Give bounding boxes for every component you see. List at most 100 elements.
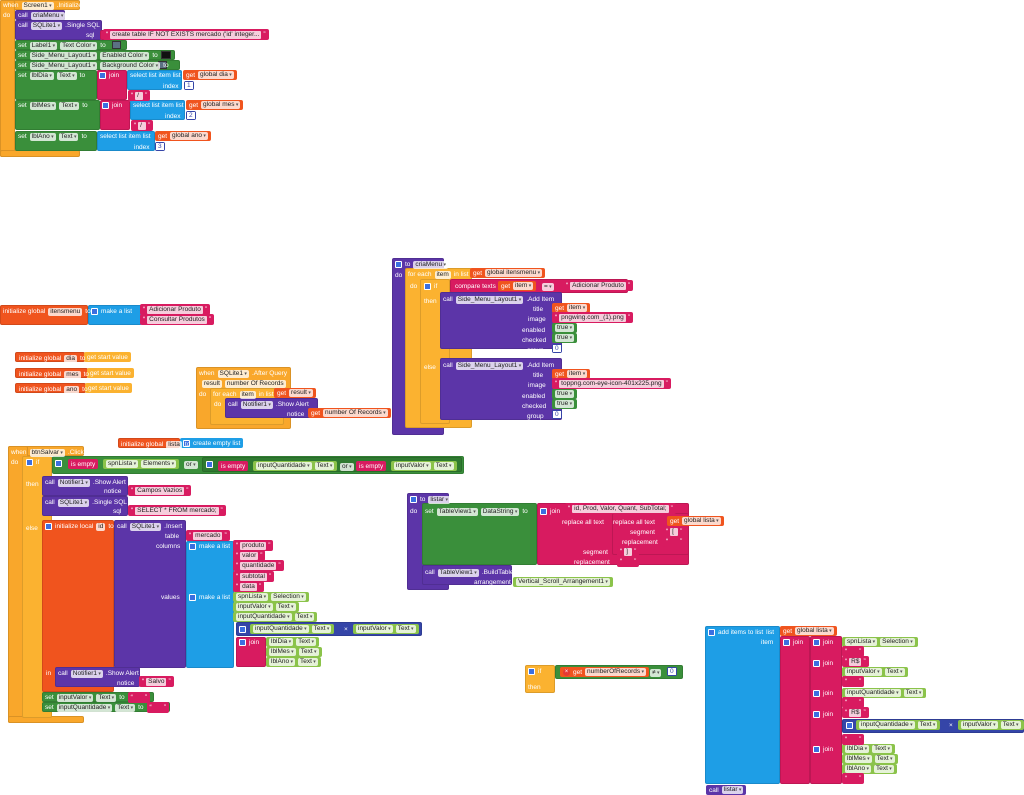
number-literal[interactable]: 0 bbox=[667, 667, 677, 676]
initialize-local-id[interactable] bbox=[42, 520, 114, 692]
variable-name[interactable]: number Of Records bbox=[224, 379, 286, 388]
cm-block-row[interactable]: image bbox=[528, 381, 546, 390]
text-literal[interactable]: / bbox=[128, 90, 151, 101]
ai-block-row[interactable]: join bbox=[813, 638, 833, 647]
cm-block-row[interactable]: true bbox=[552, 333, 578, 343]
dropdown-field[interactable]: Notifier1 bbox=[240, 400, 273, 409]
g1-block-row[interactable]: create table IF NOT EXISTS mercado ('id'… bbox=[103, 29, 269, 40]
bs-block-row[interactable]: else bbox=[26, 524, 38, 533]
bs-block-row[interactable]: × bbox=[344, 625, 348, 634]
dropdown-field[interactable]: inputQuantidade bbox=[253, 625, 309, 633]
bs-block-row[interactable]: is empty bbox=[356, 461, 387, 471]
text-literal-value[interactable]: mercado bbox=[193, 531, 223, 540]
ls-block-row[interactable]: replace all text bbox=[562, 518, 604, 527]
variable-name[interactable]: ano bbox=[64, 385, 80, 394]
cm-block-row[interactable]: group bbox=[527, 346, 544, 355]
text-literal[interactable]: Adicionar Produto bbox=[563, 280, 634, 291]
cm-block-row[interactable]: Adicionar Produto bbox=[563, 280, 634, 291]
aq-block-row[interactable]: notice bbox=[287, 410, 304, 419]
text-literal[interactable] bbox=[842, 773, 865, 784]
cm-block-row[interactable]: true bbox=[552, 389, 578, 399]
dropdown-field[interactable]: Notifier1 bbox=[70, 669, 103, 678]
cm-block-row[interactable]: then bbox=[424, 297, 437, 306]
text-literal[interactable]: R$ bbox=[842, 656, 869, 667]
dropdown-field[interactable]: spnLista bbox=[845, 638, 878, 646]
ai-block-row[interactable] bbox=[842, 676, 865, 687]
g1-block-row[interactable]: index bbox=[163, 82, 179, 91]
dropdown-field[interactable]: global ano bbox=[170, 132, 208, 140]
dropdown-field[interactable]: or bbox=[340, 462, 354, 471]
text-literal[interactable] bbox=[842, 676, 865, 687]
bs-block-row[interactable]: notice bbox=[104, 487, 121, 496]
cm-block-row[interactable]: checked bbox=[522, 402, 546, 411]
bs-block-row[interactable] bbox=[239, 625, 246, 634]
dropdown-field[interactable]: Text bbox=[884, 668, 905, 676]
ls-block-row[interactable]: id, Prod, Valor, Quant, SubTotal; bbox=[565, 503, 676, 514]
dropdown-field[interactable]: Side_Menu_Layout1 bbox=[455, 361, 524, 370]
g1-block-row[interactable]: index bbox=[134, 143, 150, 152]
bs-block-row[interactable]: or bbox=[340, 462, 354, 471]
cm-block-row[interactable]: = bbox=[542, 282, 554, 291]
g1-block-row[interactable]: setlblDiaTextto bbox=[18, 71, 85, 80]
mutator-gear-icon[interactable] bbox=[783, 639, 790, 646]
bs-block-row[interactable]: inputQuantidadeText bbox=[250, 624, 335, 634]
mutator-gear-icon[interactable] bbox=[102, 102, 109, 109]
bs-block-row[interactable]: inputValorText bbox=[353, 624, 419, 634]
ai-block-row[interactable]: × bbox=[949, 721, 953, 730]
dropdown-field[interactable]: Screen1 bbox=[21, 1, 54, 10]
mutator-gear-icon[interactable] bbox=[189, 543, 196, 550]
dropdown-field[interactable]: lblDia bbox=[29, 71, 54, 80]
cm-block-row[interactable]: toppng.com-eye-icon-401x225.png bbox=[552, 378, 671, 389]
bs-block-row[interactable]: sql bbox=[113, 507, 121, 516]
dropdown-field[interactable]: inputValor bbox=[356, 625, 393, 633]
variable-name[interactable]: lista bbox=[166, 440, 182, 449]
ls-block-row[interactable] bbox=[663, 536, 686, 547]
variable-name[interactable]: mes bbox=[64, 370, 81, 379]
dropdown-field[interactable]: Background Color bbox=[100, 61, 161, 70]
text-literal-value[interactable]: ] bbox=[624, 547, 633, 556]
variable-name[interactable]: item bbox=[434, 270, 451, 279]
dropdown-field[interactable]: Text bbox=[297, 658, 318, 666]
dropdown-field[interactable]: lblAno bbox=[845, 765, 871, 773]
cm-block-row[interactable]: do bbox=[410, 282, 417, 291]
bs-block-row[interactable] bbox=[206, 460, 213, 469]
dropdown-field[interactable]: global lista bbox=[682, 517, 721, 525]
dropdown-field[interactable]: ≠ bbox=[650, 668, 662, 677]
ls-block-row[interactable]: setTableView1DataStringto bbox=[425, 507, 528, 516]
text-literal[interactable]: ] bbox=[617, 546, 640, 557]
mutator-gear-icon[interactable] bbox=[708, 629, 715, 636]
dropdown-field[interactable]: item bbox=[513, 282, 534, 290]
event-body[interactable] bbox=[0, 0, 15, 157]
dropdown-field[interactable]: Notifier1 bbox=[57, 478, 90, 487]
number-literal-value[interactable]: 0 bbox=[553, 411, 561, 418]
mutator-gear-icon[interactable] bbox=[183, 439, 190, 447]
bs-block-row[interactable]: inputQuantidadeText bbox=[233, 612, 318, 622]
dropdown-field[interactable]: or bbox=[184, 460, 198, 469]
bs-block-row[interactable]: Campos Vazios bbox=[128, 485, 192, 496]
cm-block-row[interactable]: do bbox=[395, 271, 402, 280]
text-literal[interactable]: Consultar Produtos bbox=[140, 314, 214, 325]
dropdown-field[interactable]: Elements bbox=[141, 460, 177, 468]
dropdown-field[interactable]: lblMes bbox=[269, 648, 296, 656]
gl-block-row[interactable]: Consultar Produtos bbox=[140, 314, 214, 325]
dropdown-field[interactable]: Selection bbox=[880, 638, 915, 646]
dropdown-field[interactable]: Side_Menu_Layout1 bbox=[455, 295, 524, 304]
g1-block-row[interactable]: 1 bbox=[184, 81, 194, 90]
text-literal[interactable]: id, Prod, Valor, Quant, SubTotal; bbox=[565, 503, 676, 514]
bs-block-row[interactable]: lblDiaText bbox=[266, 637, 319, 647]
cm-block-row[interactable]: checked bbox=[522, 336, 546, 345]
ls-block-row[interactable]: replacement bbox=[574, 558, 610, 567]
mutator-gear-icon[interactable] bbox=[239, 639, 246, 646]
ls-block-row[interactable]: arrangement bbox=[474, 578, 511, 587]
nr-block-row[interactable]: ≠ bbox=[650, 668, 662, 677]
